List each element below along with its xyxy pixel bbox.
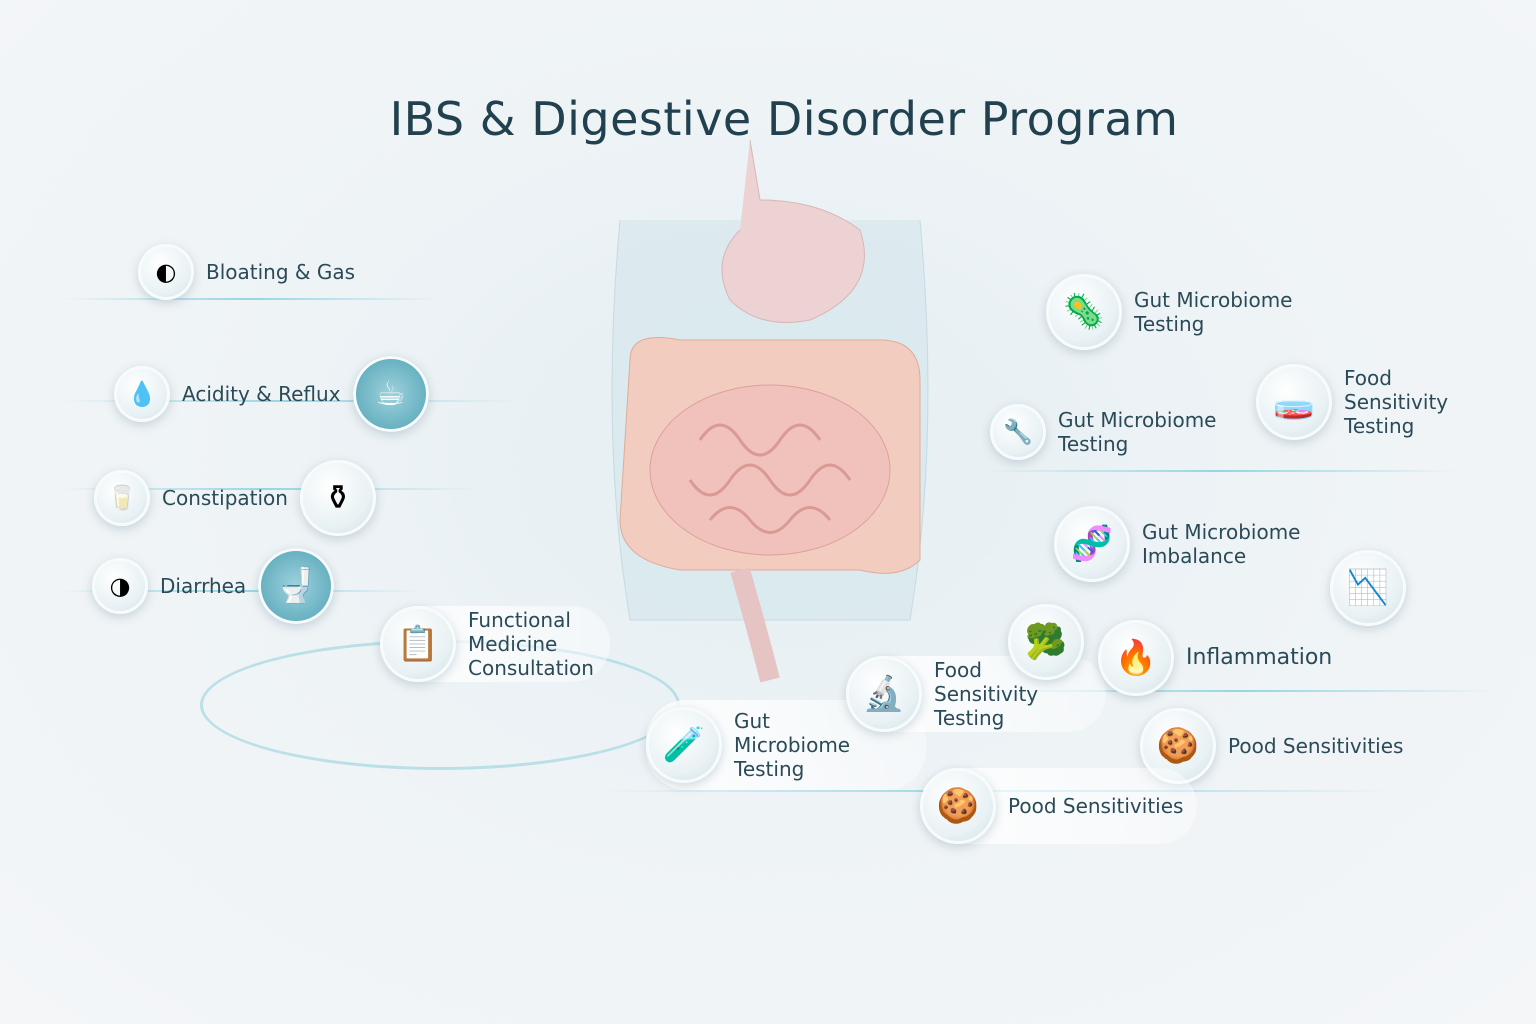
microbes-icon: 🥦 bbox=[1008, 604, 1084, 680]
drop-icon: ◑ bbox=[92, 558, 148, 614]
digestive-system-illustration bbox=[560, 139, 980, 700]
symptom-label: Acidity & Reflux bbox=[182, 382, 341, 406]
jar-icon: ⚱ bbox=[299, 460, 376, 536]
cup-icon: 🥛 bbox=[94, 470, 150, 526]
node-label: Gut Microbiome Imbalance bbox=[1142, 520, 1301, 568]
symptom-label: Diarrhea bbox=[160, 574, 247, 598]
right-food-sensitivities-1[interactable]: 🍪 Pood Sensitivities bbox=[1140, 708, 1403, 784]
bacteria-icon: 🧬 bbox=[1054, 506, 1130, 582]
node-label: Pood Sensitivities bbox=[1228, 734, 1404, 758]
petri-dish-icon: 🔬 bbox=[846, 656, 922, 732]
node-label: Inflammation bbox=[1186, 645, 1333, 670]
right-inflammation[interactable]: 🔥 Inflammation bbox=[1098, 620, 1332, 696]
right-food-sensitivity-testing[interactable]: 🧫 Food Sensitivity Testing bbox=[1256, 364, 1454, 440]
node-label: Food Sensitivity Testing bbox=[1344, 366, 1449, 438]
node-label: Food Sensitivity Testing bbox=[934, 658, 1039, 730]
cup-icon: ☕ bbox=[352, 356, 429, 432]
symptom-label: Bloating & Gas bbox=[206, 260, 356, 284]
test-tube-icon: 🧫 bbox=[1256, 364, 1332, 440]
node-label: Gut Microbiome Testing bbox=[1058, 408, 1217, 456]
stomach-icon: ◐ bbox=[138, 244, 194, 300]
right-gut-microbiome-testing-1[interactable]: 🦠 Gut Microbiome Testing bbox=[1046, 274, 1294, 350]
page-title: IBS & Digestive Disorder Program bbox=[389, 92, 1179, 146]
node-label: Functional Medicine Consultation bbox=[468, 608, 594, 680]
toilet-icon: 🚽 bbox=[258, 548, 335, 624]
symptom-label: Constipation bbox=[162, 486, 288, 510]
chart-zigzag-icon: 📉 bbox=[1330, 550, 1406, 626]
right-food-sensitivities-2[interactable]: 🍪 Pood Sensitivities bbox=[920, 768, 1198, 844]
symptom-diarrhea[interactable]: ◑ Diarrhea 🚽 bbox=[92, 548, 335, 624]
microbes-icon: 🦠 bbox=[1046, 274, 1122, 350]
test-kit-icon: 🧪 bbox=[646, 707, 722, 783]
functional-medicine-consultation[interactable]: 📋 Functional Medicine Consultation bbox=[380, 606, 610, 682]
right-gut-microbiome-imbalance[interactable]: 🧬 Gut Microbiome Imbalance bbox=[1054, 506, 1312, 582]
right-gut-microbiome-testing-2[interactable]: 🔧 Gut Microbiome Testing bbox=[990, 404, 1228, 460]
symptom-acidity[interactable]: 💧 Acidity & Reflux ☕ bbox=[114, 356, 429, 432]
node-label: Pood Sensitivities bbox=[1008, 794, 1184, 818]
node-label: Gut Microbiome Testing bbox=[1134, 288, 1293, 336]
clipboard-icon: 📋 bbox=[380, 606, 456, 682]
node-label: Gut Microbiome Testing bbox=[734, 709, 851, 781]
flame-icon: 🔥 bbox=[1098, 620, 1174, 696]
food-icon: 🍪 bbox=[920, 768, 996, 844]
symptom-constipation[interactable]: 🥛 Constipation ⚱ bbox=[94, 460, 376, 536]
tools-icon: 🔧 bbox=[990, 404, 1046, 460]
symptom-bloating[interactable]: ◐ Bloating & Gas bbox=[138, 244, 355, 300]
droplet-icon: 💧 bbox=[114, 366, 170, 422]
